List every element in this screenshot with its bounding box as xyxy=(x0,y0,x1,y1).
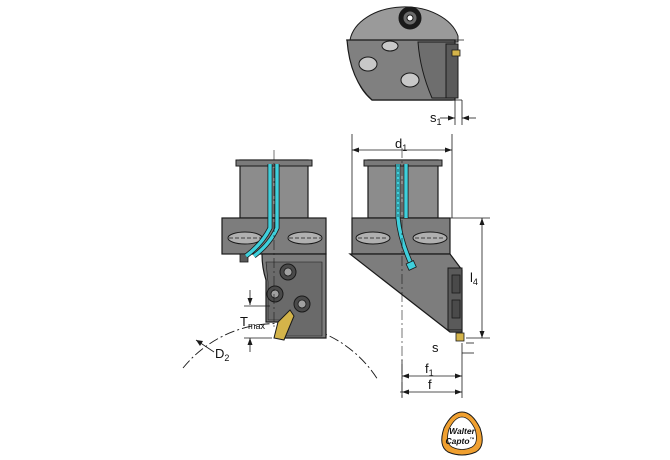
dim-f-label: f xyxy=(428,377,432,392)
front-view xyxy=(348,134,490,400)
dim-l4-label: l4 xyxy=(470,270,478,287)
dim-f1-label: f1 xyxy=(425,361,434,378)
logo-line1: Walter xyxy=(449,426,476,436)
walter-capto-logo xyxy=(441,411,483,456)
dim-s1-label: s1 xyxy=(430,110,442,127)
top-view xyxy=(346,6,476,125)
dim-tmax-label: Tmax xyxy=(240,314,265,331)
dim-d2-label: D2 xyxy=(215,346,229,363)
side-view xyxy=(182,150,379,381)
logo-line2: Capto™ xyxy=(445,436,474,446)
dim-d1-label: d1 xyxy=(395,136,407,153)
dim-s-label: s xyxy=(432,340,439,355)
